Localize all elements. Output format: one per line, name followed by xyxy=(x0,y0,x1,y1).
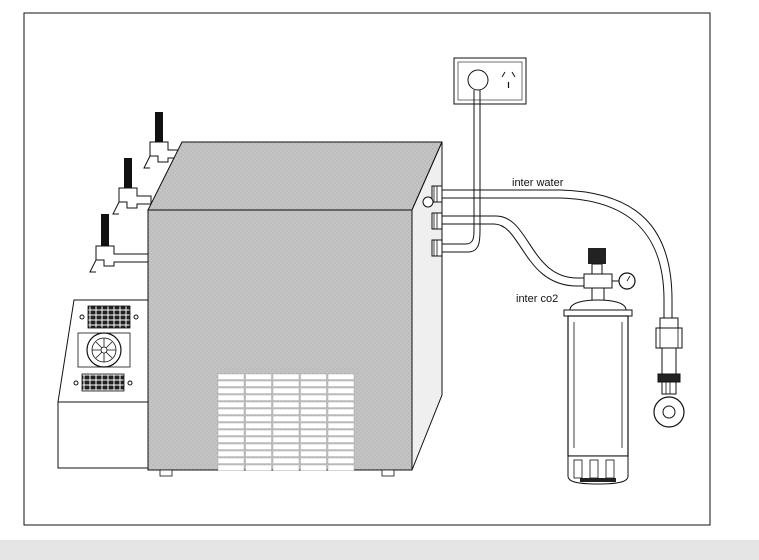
vent-slot xyxy=(272,443,300,450)
vent-slot xyxy=(327,436,355,443)
wall-power-socket xyxy=(453,57,527,105)
vent-slot xyxy=(217,401,245,408)
vent-slot xyxy=(300,373,327,380)
vent-slot xyxy=(217,394,245,401)
water-connector xyxy=(653,317,685,428)
label-inter-water: inter water xyxy=(512,177,564,189)
vent-slot xyxy=(217,443,245,450)
vent-slot xyxy=(272,408,300,415)
vent-slot xyxy=(245,408,272,415)
vent-slot xyxy=(245,436,272,443)
installation-diagram: inter water inter co2 xyxy=(23,12,711,526)
vent-slot xyxy=(300,464,327,471)
vent-slot xyxy=(327,457,355,464)
vent-slot xyxy=(300,422,327,429)
vent-slot xyxy=(217,457,245,464)
vent-slot xyxy=(327,401,355,408)
vent-slot xyxy=(272,380,300,387)
vent-slot xyxy=(327,464,355,471)
vent-slot xyxy=(245,394,272,401)
vent-slot xyxy=(272,450,300,457)
vent-slot xyxy=(300,436,327,443)
vent-slot xyxy=(217,450,245,457)
vent-slot xyxy=(245,422,272,429)
vent-slot xyxy=(272,422,300,429)
water-hose xyxy=(442,189,673,318)
co2-inlet-fitting xyxy=(431,212,443,230)
co2-cylinder xyxy=(563,248,636,485)
power-inlet-fitting xyxy=(431,239,443,257)
vent-slot xyxy=(272,457,300,464)
vent-slot xyxy=(300,387,327,394)
label-inter-co2: inter co2 xyxy=(516,293,558,305)
vent-slot xyxy=(245,401,272,408)
vent-slot xyxy=(300,443,327,450)
vent-slot xyxy=(245,387,272,394)
vent-slot xyxy=(300,450,327,457)
vent-slot xyxy=(327,387,355,394)
vent-slot xyxy=(327,408,355,415)
vent-slot xyxy=(327,422,355,429)
vent-slot xyxy=(217,408,245,415)
vent-slot xyxy=(272,415,300,422)
vent-slot xyxy=(300,394,327,401)
tap-faucet-3 xyxy=(89,214,149,273)
lower-vent-grille xyxy=(73,373,133,392)
upper-vent-grille xyxy=(79,305,139,329)
vent-slot xyxy=(300,408,327,415)
cabinet-vent-grid xyxy=(217,373,355,471)
vent-slot xyxy=(217,436,245,443)
vent-slot xyxy=(327,394,355,401)
cooling-cabinet xyxy=(147,141,443,477)
tap-faucet-2 xyxy=(112,158,152,215)
vent-slot xyxy=(272,401,300,408)
compressor-unit xyxy=(57,299,163,469)
vent-slot xyxy=(272,429,300,436)
vent-slot xyxy=(300,401,327,408)
vent-slot xyxy=(217,380,245,387)
vent-slot xyxy=(300,415,327,422)
cabinet-top xyxy=(147,141,443,211)
vent-slot xyxy=(217,415,245,422)
vent-slot xyxy=(245,380,272,387)
vent-slot xyxy=(245,429,272,436)
vent-slot xyxy=(272,387,300,394)
vent-slot xyxy=(245,464,272,471)
co2-hose xyxy=(442,215,590,279)
vent-slot xyxy=(272,373,300,380)
vent-slot xyxy=(245,450,272,457)
vent-slot xyxy=(217,429,245,436)
vent-slot xyxy=(245,443,272,450)
vent-slot xyxy=(327,450,355,457)
bottom-strip xyxy=(0,540,759,560)
vent-slot xyxy=(327,373,355,380)
vent-slot xyxy=(245,373,272,380)
vent-slot xyxy=(327,443,355,450)
vent-slot xyxy=(217,373,245,380)
vent-slot xyxy=(217,464,245,471)
vent-slot xyxy=(245,457,272,464)
vent-slot xyxy=(300,380,327,387)
vent-slot xyxy=(300,457,327,464)
vent-slot xyxy=(272,436,300,443)
vent-slot xyxy=(217,387,245,394)
water-inlet-fitting xyxy=(422,185,443,208)
vent-slot xyxy=(300,429,327,436)
vent-slot xyxy=(327,380,355,387)
vent-slot xyxy=(327,415,355,422)
vent-slot xyxy=(217,422,245,429)
vent-slot xyxy=(327,429,355,436)
cooling-fan xyxy=(77,332,131,368)
vent-slot xyxy=(272,464,300,471)
vent-slot xyxy=(272,394,300,401)
vent-slot xyxy=(245,415,272,422)
